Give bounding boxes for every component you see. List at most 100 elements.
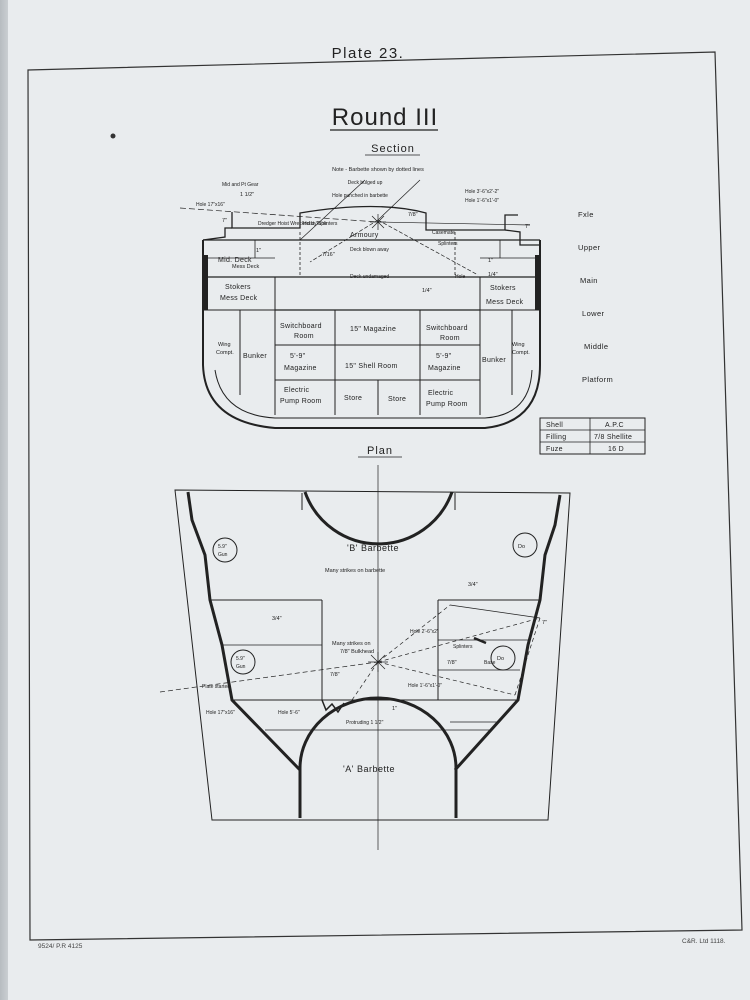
shell-table-frame (539, 417, 646, 455)
dim-1-right: 1" (488, 258, 493, 264)
label-comp-right: Compt. (512, 350, 530, 356)
dim-78-right: 7/8" (447, 660, 457, 666)
annotation-deck-undamaged: Deck undamaged (350, 274, 389, 280)
gun-top-left (212, 537, 238, 563)
annotation-armoury: Armoury (350, 232, 379, 239)
gun-tl-calibre: 5.9" (218, 544, 227, 550)
dim-7-plan: 7" (542, 620, 547, 626)
label-mid-deck: Mid. Deck (218, 257, 252, 264)
page-border (27, 51, 743, 941)
hull-outline (202, 240, 541, 429)
footer-right: C&R. Ltd 1118. (682, 938, 726, 945)
footer-left: 9524/ P.R 4125 (38, 943, 83, 950)
filling-value: 7/8 Shellite (594, 434, 632, 441)
label-electric-right: Electric (428, 390, 454, 397)
label-electric-left: Electric (284, 387, 310, 394)
label-magazine-left: Magazine (284, 365, 317, 372)
hole-label-4: Hole 17"x16" (206, 710, 235, 716)
bulkhead-note-1: Many strikes on (332, 641, 371, 647)
dim-78: 7/8" (408, 212, 418, 218)
section-heading: Section (371, 143, 415, 155)
dim-1-plan: 1" (392, 706, 397, 712)
b-barbette-ring (303, 491, 454, 546)
forecastle-deck (231, 205, 518, 231)
label-pump-room-left: Pump Room (280, 398, 322, 405)
annotation-hole: Hole (455, 274, 466, 280)
section-drawing (179, 179, 646, 455)
label-15-magazine: 15" Magazine (350, 326, 396, 333)
plan-heading: Plan (367, 445, 393, 457)
shell-key: Shell (546, 422, 563, 429)
label-store-2: Store (388, 396, 406, 403)
label-comp-left: Compt. (216, 350, 234, 356)
dim-7-left: 7" (222, 218, 227, 224)
fuze-value: 16 D (608, 446, 624, 453)
bulkhead-note-2: 7/8" Bulkhead (340, 649, 374, 655)
deck-middle: Middle (584, 342, 609, 351)
label-59-right: 5'-9" (436, 353, 452, 360)
hole-label-1: Hole 2'-6"x2' (410, 629, 438, 635)
splinters-label: Splinters (453, 644, 473, 650)
dim-14-mid: 1/4" (422, 288, 432, 294)
label-mess-deck-top: Mess Deck (232, 264, 259, 270)
gun-ml-calibre: 5.9" (236, 656, 245, 662)
gun-mr-label: Do (497, 656, 504, 662)
annotation-deck-bulged: Deck bulged up (348, 180, 383, 186)
dim-112: 1 1/2" (240, 192, 254, 198)
fuze-key: Fuze (546, 446, 563, 453)
paper-sheet (8, 0, 750, 1000)
annotation-hoist-tube: Hoist Tube (303, 221, 327, 227)
deck-fxle: Fxle (578, 210, 594, 219)
round-title: Round III (332, 104, 438, 131)
plate-started-label: Plate started (202, 684, 230, 690)
hull-side-right (453, 494, 562, 772)
base-label: Base (484, 660, 496, 666)
gun-top-right (512, 532, 538, 558)
annotation-hole-17: Hole 17"x16" (196, 202, 225, 208)
plate-number: Plate 23. (332, 45, 405, 62)
label-switchboard-left-room: Room (294, 333, 314, 340)
shell-value: A.P.C (605, 422, 624, 429)
dim-14-right: 1/4" (488, 272, 498, 278)
gun-mid-left (230, 649, 256, 675)
dim-7-right: 7" (525, 224, 530, 230)
annotation-dredger-hoist: Dredger Hoist Wrecked by Splinters (258, 221, 338, 227)
a-barbette-label: 'A' Barbette (343, 764, 395, 774)
inner-bottom (214, 369, 533, 419)
annotation-splinters: Splinters (438, 241, 458, 247)
dim-716: 7/16" (322, 252, 335, 258)
label-switchboard-right: Switchboard (426, 325, 468, 332)
gun-ml-label: Gun (236, 664, 246, 670)
section-note: Note - Barbette shown by dotted lines (332, 167, 424, 173)
dim-78-left: 7/8" (330, 672, 340, 678)
gun-tl-label: Gun (218, 552, 228, 558)
label-mess-deck-right: Mess Deck (486, 299, 524, 306)
dim-1-left: 1" (256, 248, 261, 254)
label-switchboard-right-room: Room (440, 335, 460, 342)
gun-tr-label: Do (518, 544, 525, 550)
label-stokers-right: Stokers (490, 285, 516, 292)
annotation-gear: Mid and Pt Gear (222, 182, 259, 188)
label-pump-room-right: Pump Room (426, 401, 468, 408)
label-bunker-right: Bunker (482, 357, 506, 364)
annotation-hole-small: Hole 1'-6"x1'-0" (465, 198, 499, 204)
annotation-deck-blown: Deck blown away (350, 247, 389, 253)
hole-label-2: Hole 1'-6"x1'-0" (408, 683, 442, 689)
b-barbette-note: Many strikes on barbette (325, 568, 385, 574)
filling-key: Filling (546, 434, 566, 441)
label-shell-room: 15" Shell Room (345, 363, 398, 370)
label-wing-right: Wing (512, 342, 525, 348)
a-barbette-ring (298, 696, 458, 818)
label-magazine-right: Magazine (428, 365, 461, 372)
deck-main: Main (580, 276, 598, 285)
hole-label-3: Hole 5'-6" (278, 710, 300, 716)
annotation-hole-large: Hole 3'-6"x2'-2" (465, 189, 499, 195)
ink-speck (110, 133, 116, 139)
dim-34-right: 3/4" (468, 582, 478, 588)
annotation-casemate: Casemate (432, 230, 455, 236)
label-stokers-left: Stokers (225, 284, 251, 291)
deck-lower: Lower (582, 309, 605, 318)
gun-mid-right (490, 645, 516, 671)
deck-platform: Platform (582, 375, 613, 384)
